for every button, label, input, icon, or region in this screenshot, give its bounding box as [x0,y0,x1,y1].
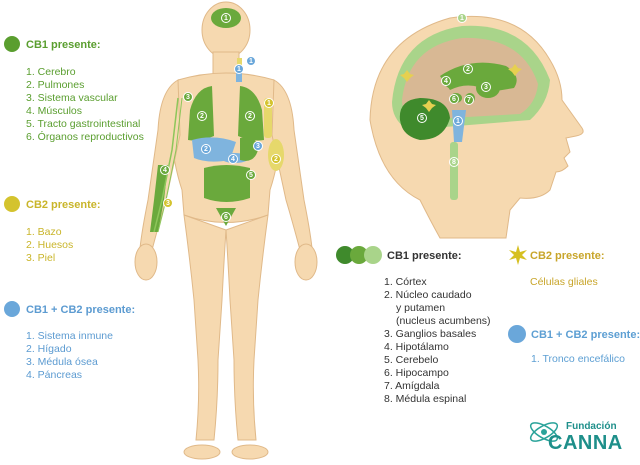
body-marker-immune-2: 1 [246,56,256,66]
logo-line2: CANNA [548,432,623,454]
list-item: 1. Sistema inmune [26,330,113,342]
list-item: 8. Médula espinal [384,393,467,405]
list-item: 5. Cerebelo [384,354,439,366]
brain-marker-6: 6 [449,94,459,104]
brain-marker-7: 7 [464,95,474,105]
body-marker-skin: 3 [163,198,173,208]
body-leg-left [183,214,227,441]
body-vascular-2 [157,97,183,233]
brain-marker-3: 3 [481,82,491,92]
body-gi [204,165,250,202]
brain-cb1-dot-light [364,246,382,264]
body-marker-marrow: 3 [253,141,263,151]
body-marker-pancreas: 4 [228,154,238,164]
cb1-legend-list: 1. Cerebro 2. Pulmones 3. Sistema vascul… [26,66,144,144]
glial-stars [400,64,522,112]
list-item: 2. Núcleo caudado [384,289,472,301]
logo-line1: Fundación [566,421,617,432]
brain-cb1-dot-dark [336,246,354,264]
brain-marker-5: 5 [417,113,427,123]
list-item: 6. Hipocampo [384,367,449,379]
list-item: 2. Pulmones [26,79,85,91]
brain-spinal [450,142,458,200]
body-thymus [236,70,242,82]
list-item: y putamen [396,302,446,314]
brain-marker-2: 2 [463,64,473,74]
body-hand-left [134,243,158,281]
brain-cb1cb2-dot [508,325,526,343]
brain-marker-8: 8 [449,157,459,167]
list-item: 7. Amígdala [384,380,440,392]
list-item: 2. Hígado [26,343,72,355]
brain-marker-4: 4 [441,76,451,86]
list-item: 1. Córtex [384,276,427,288]
list-item: 4. Páncreas [26,369,83,381]
body-marker-gi: 5 [246,170,256,180]
list-item: 3. Sistema vascular [26,92,118,104]
list-item: 4. Hipotálamo [384,341,449,353]
brain-cb1-dot-mid [350,246,368,264]
body-marker-liver: 2 [201,144,211,154]
body-arm-muscle [150,165,168,232]
brain-cb2-list: Células gliales [530,276,598,289]
body-marker-brain: 1 [221,13,231,23]
list-item: Células gliales [530,276,598,288]
cb1-legend-dot [4,36,20,52]
list-item: (nucleus acumbens) [396,315,491,327]
body-humerus [264,98,272,138]
body-marker-bone: 2 [271,154,281,164]
cb2-legend-list: 1. Bazo 2. Huesos 3. Piel [26,226,73,265]
body-marker-repro: 6 [221,212,231,222]
brain-cb1-title: CB1 presente: [387,250,462,262]
cb1cb2-legend-title: CB1 + CB2 presente: [26,304,136,316]
list-item: 5. Tracto gastrointestinal [26,118,141,130]
list-item: 1. Tronco encefálico [531,353,625,365]
cb1-legend-title: CB1 presente: [26,39,101,51]
body-foot-right [231,444,269,460]
glial-star-icon [509,245,527,265]
cb2-legend-title: CB2 presente: [26,199,101,211]
brain-cb1-list: 1. Córtex 2. Núcleo caudado y putamen (n… [384,276,491,406]
body-marker-vascular: 3 [183,92,193,102]
list-item: 2. Huesos [26,239,74,251]
body-arm-right [271,79,313,251]
brain-cb1cb2-list: 1. Tronco encefálico [531,353,625,366]
list-item: 1. Bazo [26,226,62,238]
list-item: 6. Órganos reproductivos [26,131,144,143]
body-vascular [153,97,179,233]
list-item: 3. Ganglios basales [384,328,477,340]
body-marker-spleen: 1 [264,98,274,108]
brain-cb2-title: CB2 presente: [530,250,605,262]
brain-cb1cb2-title: CB1 + CB2 presente: [531,329,640,341]
body-marker-lung-right: 2 [245,111,255,121]
logo-icon [529,422,559,442]
body-marker-immune: 1 [234,64,244,74]
brain-marker-stem: 1 [453,116,463,126]
body-marker-lung-left: 2 [197,111,207,121]
body-marker-muscle: 4 [160,165,170,175]
list-item: 3. Médula ósea [26,356,98,368]
list-item: 3. Piel [26,252,56,264]
cb2-legend-dot [4,196,20,212]
body-hand-right [294,243,318,281]
body-foot-left [183,444,221,460]
body-leg-right [225,214,269,441]
list-item: 4. Músculos [26,105,83,117]
cb1cb2-legend-dot [4,301,20,317]
cb1cb2-legend-list: 1. Sistema inmune 2. Hígado 3. Médula ós… [26,330,113,382]
list-item: 1. Cerebro [26,66,76,78]
brain-marker-1: 1 [457,13,467,23]
